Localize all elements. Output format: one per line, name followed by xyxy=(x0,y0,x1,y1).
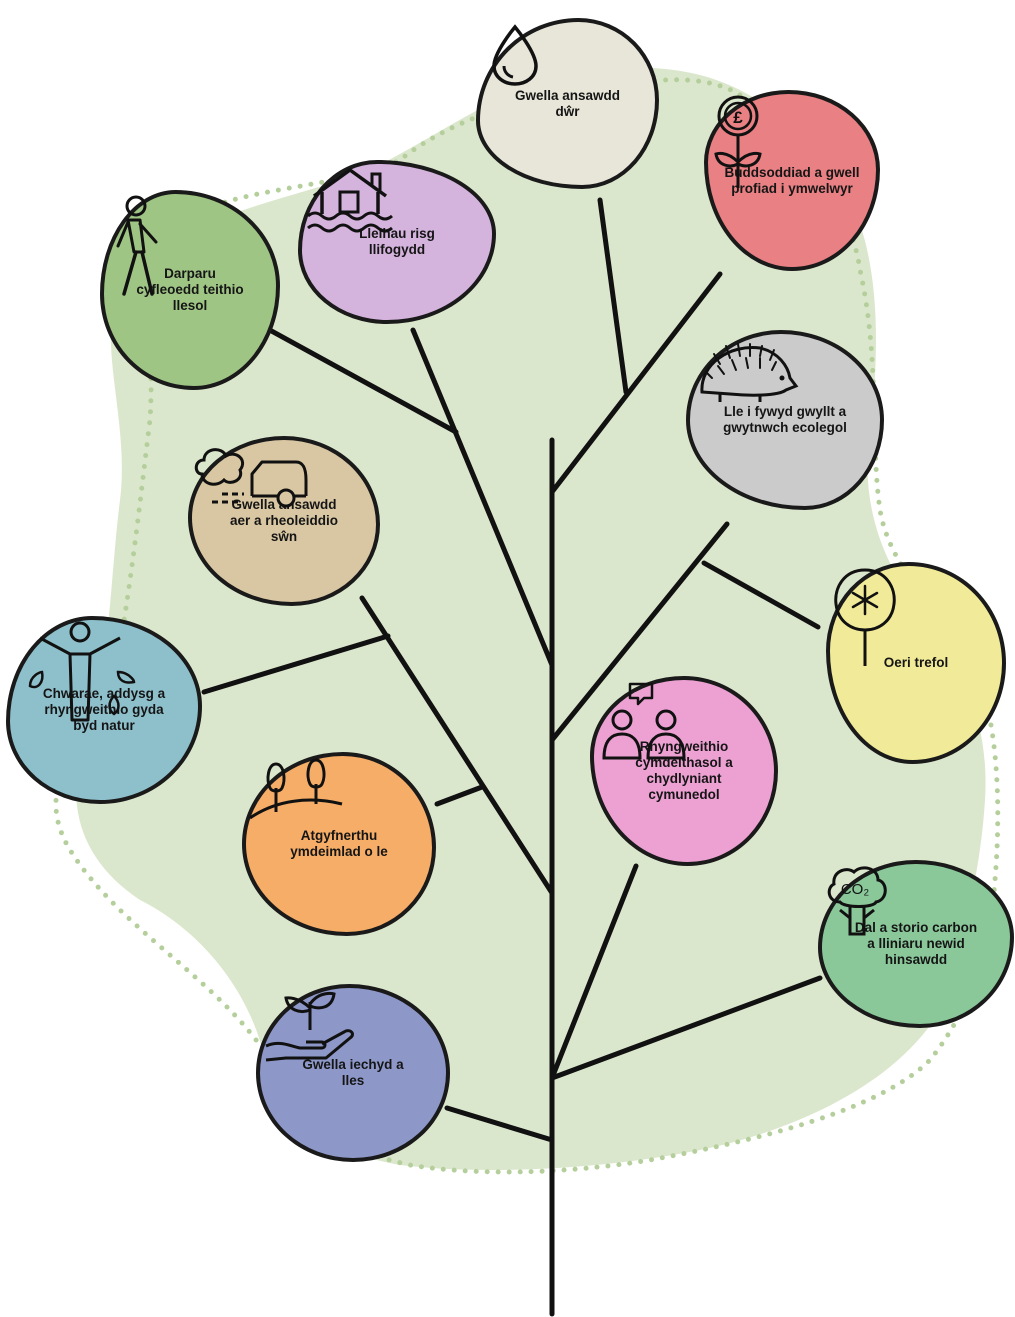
node-health-wellbeing: Gwella iechyd a lles xyxy=(256,984,450,1162)
node-label: Chwarae, addysg a rhyngweithio gyda byd … xyxy=(42,686,166,733)
node-active-travel: Darparu cyfleoedd teithio llesol xyxy=(100,190,280,390)
svg-text:CO₂: CO₂ xyxy=(841,881,870,898)
node-label: Lle i fywyd gwyllt a gwytnwch ecolegol xyxy=(723,404,847,435)
branch-cooling xyxy=(701,560,821,630)
branch-play xyxy=(201,633,391,695)
branch-place xyxy=(434,784,485,807)
node-social-cohesion: Rhyngweithio cymdeithasol a chydlyniant … xyxy=(590,676,778,866)
flooded-house-icon xyxy=(307,168,393,233)
water-drop-icon xyxy=(492,24,538,86)
node-wildlife-resilience: Lle i fywyd gwyllt a gwytnwch ecolegol xyxy=(686,330,884,510)
node-label: Lleihau risg llifogydd xyxy=(359,226,435,257)
node-label: Atgyfnerthu ymdeimlad o le xyxy=(290,828,388,859)
node-label: Buddsoddiad a gwell profiad i ymwelwyr xyxy=(724,164,860,196)
node-urban-cooling: Oeri trefol xyxy=(826,562,1006,764)
branch-air xyxy=(359,595,555,896)
snowflake-tree-icon xyxy=(834,568,896,666)
branch-water xyxy=(597,197,629,395)
node-flood-risk: Lleihau risg llifogydd xyxy=(298,160,496,324)
branch-health xyxy=(444,1105,555,1143)
branch-social xyxy=(549,863,639,1081)
hand-seedling-icon xyxy=(265,991,354,1062)
node-water-quality: Gwella ansawdd dŵr xyxy=(476,18,659,189)
car-exhaust-icon xyxy=(194,448,308,508)
node-label: Oeri trefol xyxy=(883,655,949,670)
branch-flood xyxy=(410,327,555,668)
branch-carbon xyxy=(549,975,823,1081)
people-chat-icon xyxy=(602,682,686,760)
node-carbon-storage: CO₂ Dal a storio carbon a lliniaru newid… xyxy=(818,860,1014,1028)
node-investment-visitors: £ Buddsoddiad a gwell profiad i ymwelwyr xyxy=(704,90,880,271)
walking-person-icon xyxy=(116,195,158,296)
node-label: Gwella ansawdd dŵr xyxy=(514,87,621,119)
svg-text:£: £ xyxy=(733,108,743,127)
node-play-education-nature: Chwarae, addysg a rhyngweithio gyda byd … xyxy=(6,616,202,804)
branch-invest xyxy=(549,271,723,495)
branch-wildlife xyxy=(549,521,730,743)
co2-tree-icon: CO₂ xyxy=(827,866,887,936)
trees-hill-icon xyxy=(249,758,343,820)
node-sense-of-place: Atgyfnerthu ymdeimlad o le xyxy=(242,752,436,936)
branch-travel xyxy=(252,319,459,435)
hedgehog-icon xyxy=(700,343,799,402)
node-air-quality-noise: Gwella ansawdd aer a rheoleiddio sŵn xyxy=(188,436,380,606)
pound-flower-icon: £ xyxy=(714,95,762,188)
node-label: Gwella iechyd a lles xyxy=(302,1057,404,1088)
person-leaves-icon xyxy=(28,621,136,722)
